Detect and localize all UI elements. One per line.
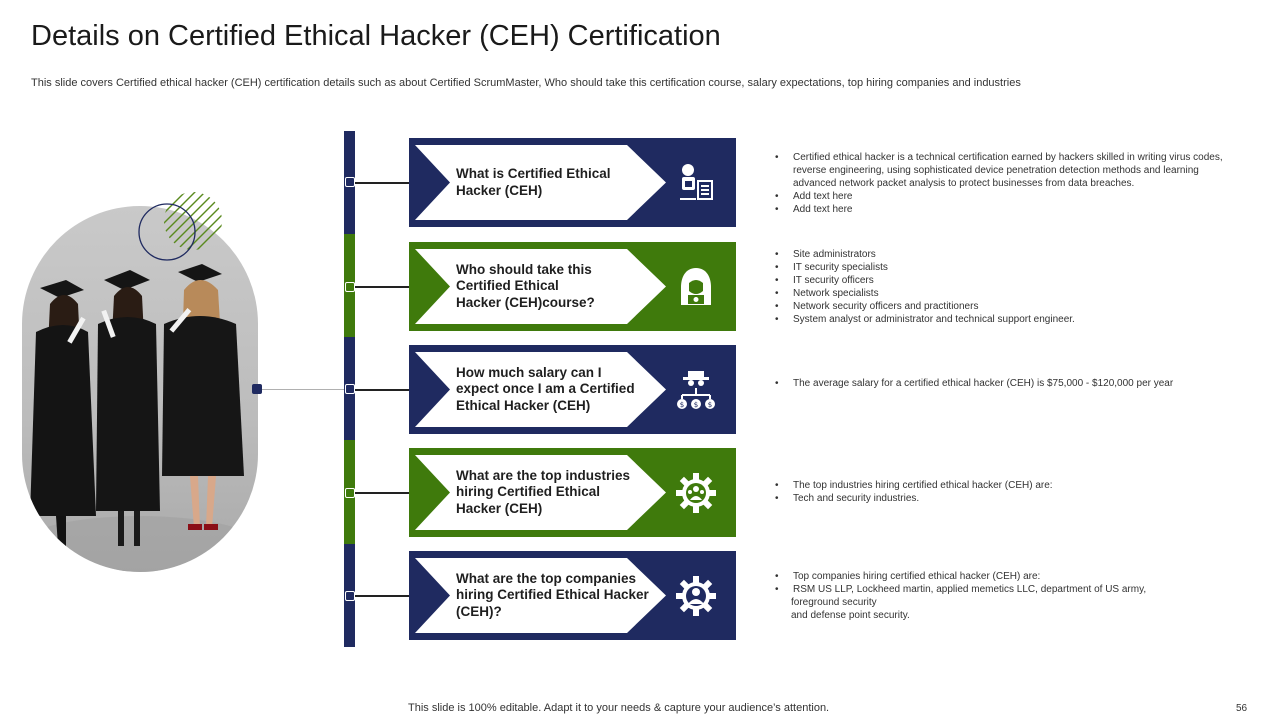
- question-text: How much salary can I expect once I am a…: [456, 364, 635, 413]
- question-panel-4: What are the top industries hiring Certi…: [409, 448, 736, 537]
- list-item: IT security specialists: [775, 261, 1225, 274]
- list-item: System analyst or administrator and tech…: [775, 313, 1225, 326]
- question-text: What are the top industries hiring Certi…: [456, 467, 631, 516]
- branch-line: [355, 286, 409, 288]
- svg-text:$: $: [694, 401, 698, 409]
- gear-user-icon: [676, 576, 716, 616]
- details-list-5: Top companies hiring certified ethical h…: [775, 570, 1225, 622]
- list-item: Site administrators: [775, 248, 1225, 261]
- page-number: 56: [1236, 703, 1248, 714]
- details-list-1: Certified ethical hacker is a technical …: [775, 151, 1225, 216]
- list-item-continuation: and defense point security.: [791, 610, 910, 621]
- photo-connector-dot: [252, 384, 262, 394]
- list-item: Add text here: [775, 203, 1225, 216]
- question-text: Who should take this Certified Ethical H…: [456, 261, 595, 310]
- decorative-circles: [138, 192, 222, 261]
- question-panel-1: What is Certified Ethical Hacker (CEH): [409, 138, 736, 227]
- list-item-continuation: foreground security: [791, 597, 877, 608]
- details-list-4: The top industries hiring certified ethi…: [775, 479, 1225, 505]
- list-item: Add text here: [775, 190, 1225, 203]
- hooded-hacker-icon: [681, 268, 711, 305]
- branch-dot: [345, 591, 355, 601]
- list-item: The average salary for a certified ethic…: [775, 377, 1225, 390]
- photo-connector-line: [257, 389, 349, 390]
- hacker-computer-icon: [680, 164, 713, 200]
- branch-dot: [345, 282, 355, 292]
- list-item: IT security officers: [775, 274, 1225, 287]
- gear-people-icon: [676, 473, 716, 513]
- list-item: RSM US LLP, Lockheed martin, applied mem…: [775, 583, 1225, 596]
- branch-line: [355, 182, 409, 184]
- question-text: What is Certified Ethical Hacker (CEH): [456, 166, 611, 198]
- footer-note: This slide is 100% editable. Adapt it to…: [408, 702, 830, 714]
- list-item: The top industries hiring certified ethi…: [775, 479, 1225, 492]
- list-item: Network security officers and practition…: [775, 300, 1225, 313]
- slide-title: Details on Certified Ethical Hacker (CEH…: [31, 20, 721, 52]
- question-panel-3: How much salary can I expect once I am a…: [409, 345, 736, 434]
- branch-line: [355, 492, 409, 494]
- branch-dot: [345, 177, 355, 187]
- details-list-2: Site administrators IT security speciali…: [775, 248, 1225, 326]
- svg-text:$: $: [708, 401, 712, 409]
- graduates-photo: [22, 206, 258, 572]
- branch-line: [355, 389, 409, 391]
- slide-subtitle: This slide covers Certified ethical hack…: [31, 77, 1021, 89]
- details-list-3: The average salary for a certified ethic…: [775, 377, 1225, 390]
- list-item: Top companies hiring certified ethical h…: [775, 570, 1225, 583]
- spy-money-icon: $ $ $: [677, 371, 715, 409]
- list-item: Tech and security industries.: [775, 492, 1225, 505]
- branch-dot: [345, 384, 355, 394]
- question-text: What are the top companies hiring Certif…: [456, 570, 649, 619]
- question-panel-2: Who should take this Certified Ethical H…: [409, 242, 736, 331]
- branch-dot: [345, 488, 355, 498]
- list-item: Certified ethical hacker is a technical …: [775, 151, 1225, 190]
- question-panel-5: What are the top companies hiring Certif…: [409, 551, 736, 640]
- branch-line: [355, 595, 409, 597]
- svg-text:$: $: [680, 401, 684, 409]
- list-item: Network specialists: [775, 287, 1225, 300]
